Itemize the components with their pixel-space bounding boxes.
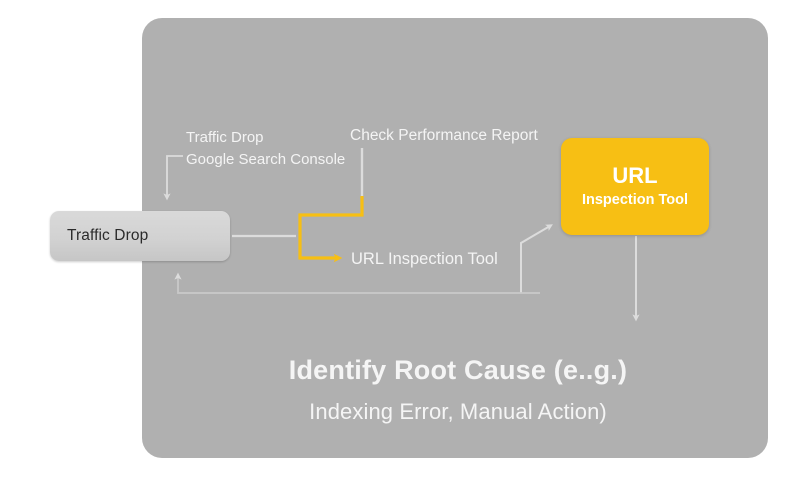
label-check-performance-report: Check Performance Report <box>350 127 538 144</box>
node-traffic-drop[interactable]: Traffic Drop <box>50 211 230 261</box>
label-traffic-drop-note: Traffic Drop <box>186 129 264 146</box>
label-google-search-console: Google Search Console <box>186 151 346 168</box>
outcome-subline: Indexing Error, Manual Action) <box>309 398 607 424</box>
node-url-inspection-tool[interactable]: URL Inspection Tool <box>561 138 709 235</box>
label-url-inspection-tool: URL Inspection Tool <box>351 250 498 268</box>
node-url-inspection-tool-title: URL <box>612 162 658 188</box>
outcome-block: Identify Root Cause (e..g.) Indexing Err… <box>170 355 746 425</box>
outcome-headline: Identify Root Cause (e..g.) <box>288 355 628 385</box>
diagram-panel <box>142 18 768 458</box>
node-traffic-drop-label: Traffic Drop <box>67 227 149 244</box>
node-url-inspection-tool-subtitle: Inspection Tool <box>581 192 689 209</box>
